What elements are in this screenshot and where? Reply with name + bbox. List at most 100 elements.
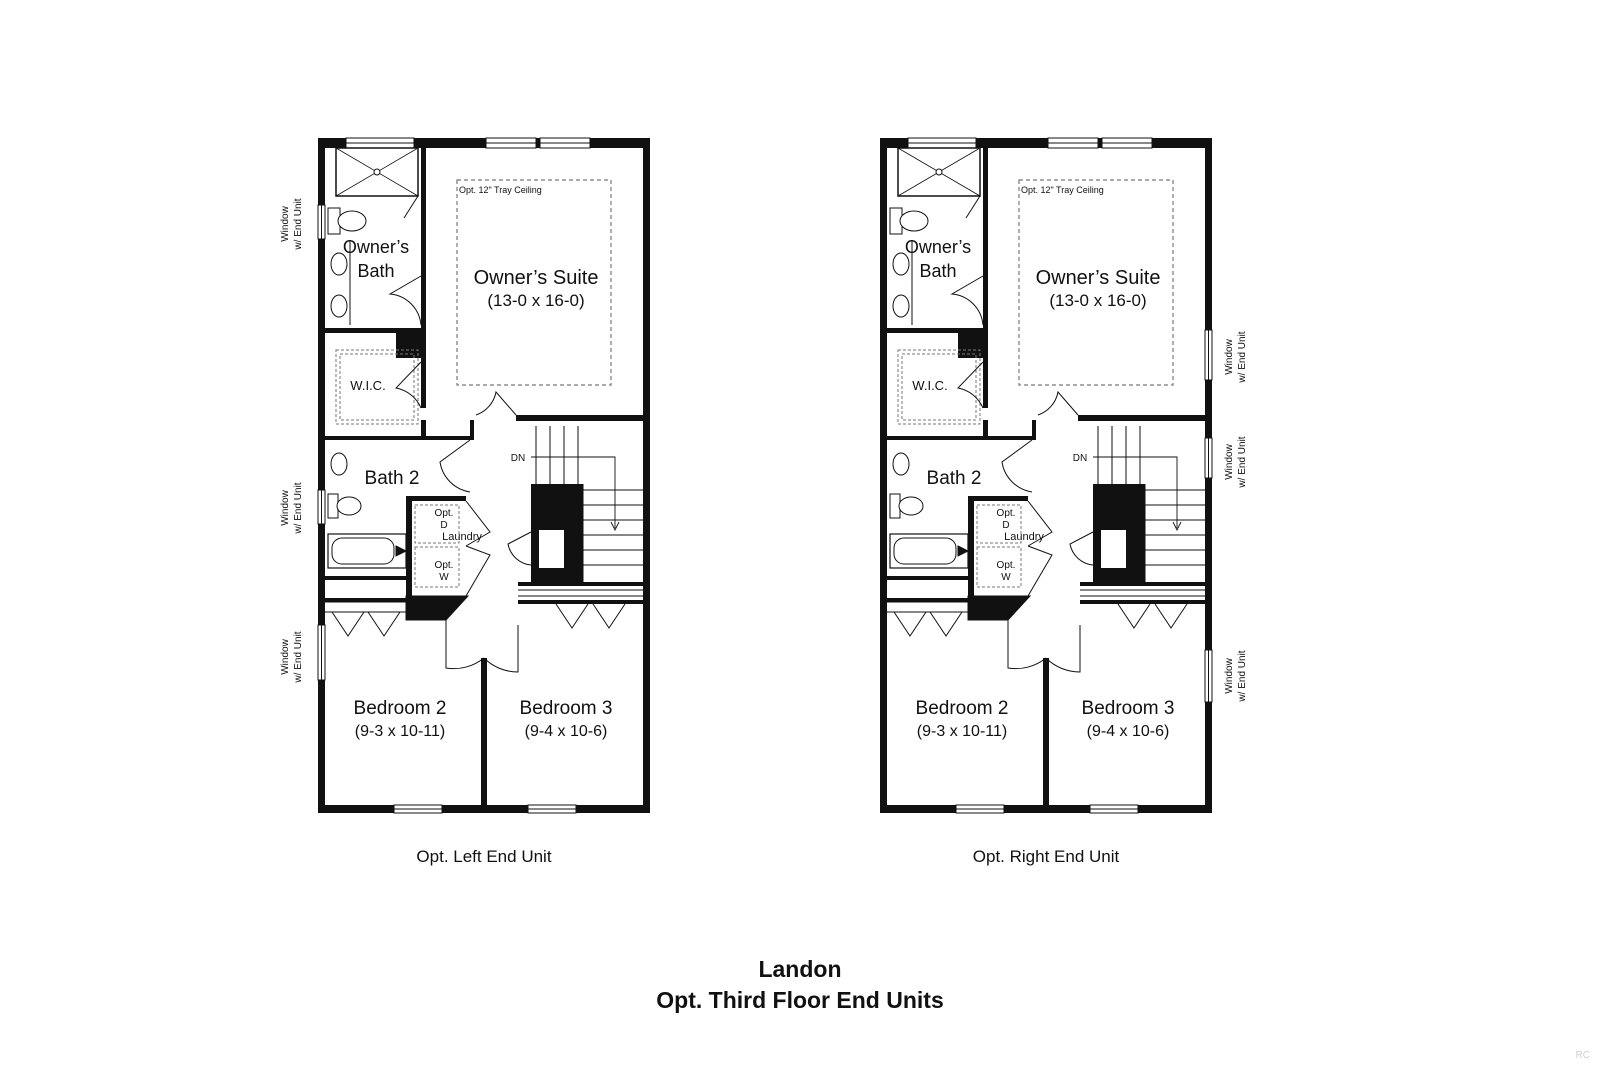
bifold-bed3-b bbox=[592, 603, 626, 629]
wic-shelf-inner bbox=[339, 353, 415, 421]
tray-ceiling-outline bbox=[456, 179, 612, 386]
wall-suite-bottom bbox=[1078, 415, 1212, 421]
door-bed2 bbox=[445, 620, 485, 670]
wall-laundry-corner bbox=[405, 595, 470, 621]
window-label-line1: Window bbox=[280, 205, 291, 241]
door-bed3 bbox=[483, 625, 519, 673]
sink-1 bbox=[330, 252, 348, 276]
laundry-dryer-box bbox=[414, 504, 460, 544]
wall-laundry-left bbox=[406, 496, 412, 616]
laundry-opt-label-1: Opt. bbox=[997, 508, 1016, 519]
door-laundry-1 bbox=[465, 500, 491, 547]
wic-shelf-inner bbox=[901, 353, 977, 421]
door-bed3 bbox=[1045, 625, 1081, 673]
laundry-d-label: D bbox=[1002, 520, 1009, 531]
wall-left bbox=[318, 138, 325, 813]
stair-arrow bbox=[531, 456, 616, 528]
door-laundry-2 bbox=[1027, 545, 1053, 597]
stair-notch bbox=[539, 530, 564, 568]
laundry-opt-label-1: Opt. bbox=[435, 508, 454, 519]
door-linen bbox=[1069, 531, 1094, 566]
owners-bath-label-2: Bath bbox=[919, 261, 956, 281]
laundry-w-label: W bbox=[1001, 572, 1011, 583]
wall-hall-stub bbox=[1032, 420, 1036, 440]
door-linen bbox=[507, 531, 532, 566]
laundry-washer-box bbox=[414, 546, 460, 588]
wall-laundry-top bbox=[406, 496, 466, 501]
wall-bath2-top bbox=[325, 436, 470, 440]
bedroom2-label: Bedroom 2 bbox=[354, 698, 447, 719]
window-label-line1: Window bbox=[1224, 443, 1235, 479]
wall-bed3-closet bbox=[518, 600, 643, 604]
door-suite bbox=[1037, 390, 1079, 416]
door-laundry-2 bbox=[465, 545, 491, 597]
laundry-washer-box bbox=[976, 546, 1022, 588]
wall-wic-right bbox=[421, 358, 426, 408]
door-owners-bath bbox=[388, 275, 422, 326]
shower-drain bbox=[935, 168, 943, 176]
door-owners-bath bbox=[950, 275, 984, 326]
tray-ceiling-outline bbox=[1018, 179, 1174, 386]
wall-bath-bottom bbox=[325, 328, 425, 333]
owners-bath-label-1: Owner’s bbox=[905, 237, 971, 257]
wall-top bbox=[880, 138, 1212, 148]
door-bed2 bbox=[1007, 620, 1047, 670]
owners-bath-label-2: Bath bbox=[357, 261, 394, 281]
wall-wic-column bbox=[396, 328, 426, 358]
bedroom3-dim: (9-4 x 10-6) bbox=[525, 723, 608, 740]
watermark: RC bbox=[1575, 1050, 1590, 1061]
wall-right bbox=[643, 138, 650, 813]
owners-suite-label: Owner’s Suite bbox=[474, 267, 599, 289]
stair-arrow-head bbox=[1172, 521, 1182, 532]
window-label-line1: Window bbox=[280, 638, 291, 674]
bath2-label: Bath 2 bbox=[365, 468, 420, 489]
wall-bed2-top bbox=[887, 598, 969, 602]
wall-bed-divider bbox=[1043, 658, 1049, 810]
wall-left bbox=[880, 138, 887, 813]
door-wic bbox=[394, 361, 422, 409]
stair-arrow-head bbox=[610, 521, 620, 532]
door-laundry-1 bbox=[1027, 500, 1053, 547]
window-label-line2: w/ End Unit bbox=[293, 482, 304, 534]
bifold-bed3-a bbox=[1117, 603, 1151, 629]
owners-suite-dim: (13-0 x 16-0) bbox=[1049, 291, 1146, 310]
bifold-bed2-a bbox=[331, 611, 365, 637]
door-wic bbox=[956, 361, 984, 409]
bath2-sink bbox=[892, 452, 910, 476]
window-label-line2: w/ End Unit bbox=[293, 198, 304, 250]
window-label-line1: Window bbox=[1224, 657, 1235, 693]
bedroom2-dim: (9-3 x 10-11) bbox=[917, 723, 1007, 740]
wall-wic-right bbox=[983, 358, 988, 408]
wall-wic-stub bbox=[421, 420, 426, 440]
bifold-bed2-b bbox=[367, 611, 401, 637]
wall-bed-divider bbox=[481, 658, 487, 810]
stair-arrow bbox=[1093, 456, 1178, 528]
wall-bath2-bottom bbox=[325, 576, 407, 580]
laundry-d-label: D bbox=[440, 520, 447, 531]
laundry-w-label: W bbox=[439, 572, 449, 583]
sink-1 bbox=[892, 252, 910, 276]
stair-dn-label: DN bbox=[1073, 453, 1087, 464]
door-bath2 bbox=[1001, 439, 1033, 493]
bifold-bed3-b bbox=[1154, 603, 1188, 629]
plan-title: Landon bbox=[758, 956, 842, 982]
stair-notch bbox=[1101, 530, 1126, 568]
plan-caption: Opt. Right End Unit bbox=[973, 847, 1120, 866]
window-label-line2: w/ End Unit bbox=[293, 631, 304, 683]
wall-laundry-corner bbox=[967, 595, 1032, 621]
window-label-line2: w/ End Unit bbox=[1237, 650, 1248, 702]
window-label-line1: Window bbox=[280, 489, 291, 525]
bedroom2-dim: (9-3 x 10-11) bbox=[355, 723, 445, 740]
wall-wic-stub bbox=[983, 420, 988, 440]
bedroom2-label: Bedroom 2 bbox=[916, 698, 1009, 719]
owners-bath-label-1: Owner’s bbox=[343, 237, 409, 257]
owners-suite-label: Owner’s Suite bbox=[1036, 267, 1161, 289]
bifold-bed2-a bbox=[893, 611, 927, 637]
bathtub-inner bbox=[893, 537, 957, 565]
wall-bath-bottom bbox=[887, 328, 987, 333]
tub-faucet bbox=[395, 545, 408, 557]
